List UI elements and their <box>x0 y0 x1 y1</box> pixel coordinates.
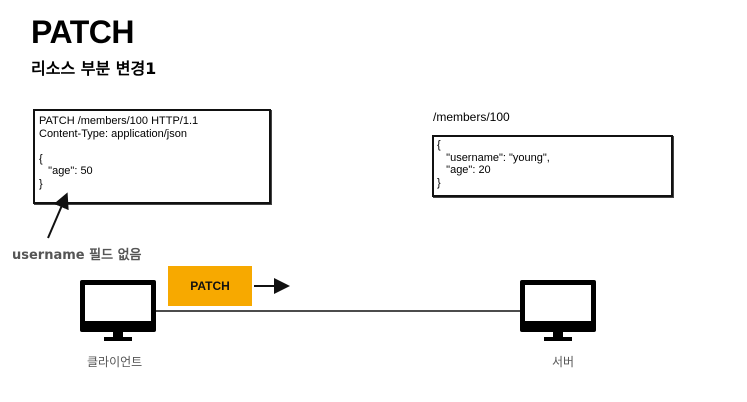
resource-state-box: { "username": "young", "age": 20 } <box>432 135 673 197</box>
client-monitor-icon <box>80 280 156 341</box>
note-pointer-arrow <box>47 192 69 239</box>
server-label: 서버 <box>552 355 575 369</box>
slide-title: PATCH <box>31 14 134 50</box>
client-label: 클라이언트 <box>87 355 143 369</box>
server-monitor-icon <box>520 280 596 341</box>
missing-field-note: username 필드 없음 <box>12 248 142 263</box>
slide-subtitle: 리소스 부분 변경1 <box>31 59 157 78</box>
request-message-box: PATCH /members/100 HTTP/1.1 Content-Type… <box>33 109 271 204</box>
patch-method-button: PATCH <box>168 266 252 306</box>
resource-state-text: { "username": "young", "age": 20 } <box>437 139 550 189</box>
resource-path: /members/100 <box>433 110 510 124</box>
request-message-text: PATCH /members/100 HTTP/1.1 Content-Type… <box>39 115 199 190</box>
